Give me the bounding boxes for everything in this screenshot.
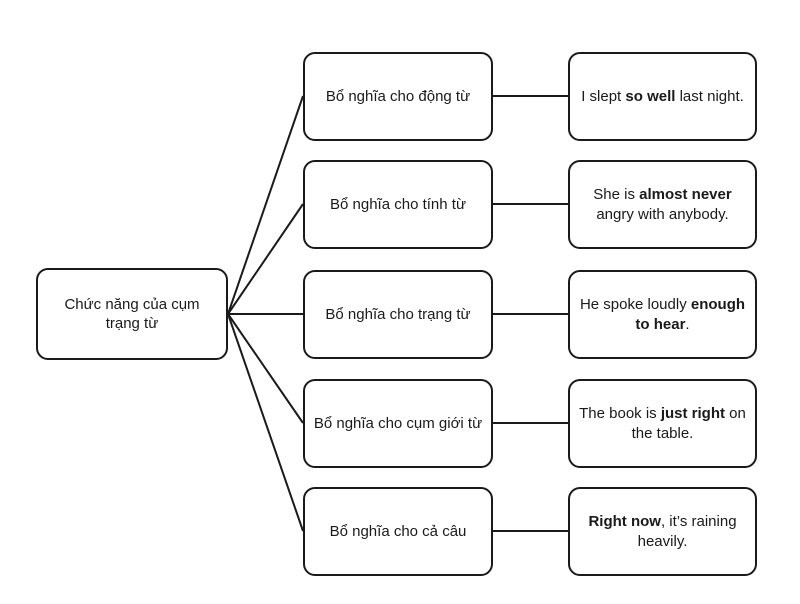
root-node: Chức năng của cụm trạng từ (36, 268, 228, 360)
function-node-label: Bổ nghĩa cho tính từ (330, 195, 466, 213)
example-node-adverb: He spoke loudly enough to hear. (568, 270, 757, 359)
function-node-adverb: Bổ nghĩa cho trạng từ (303, 270, 493, 359)
function-node-whole-sentence: Bổ nghĩa cho cả câu (303, 487, 493, 576)
connector-line (227, 313, 304, 424)
example-sentence: The book is just right on the table. (579, 405, 746, 442)
connector-line (227, 313, 304, 532)
function-node-label: Bổ nghĩa cho cả câu (329, 522, 467, 540)
example-node-whole-sentence: Right now, it’s raining heavily. (568, 487, 757, 576)
function-node-label: Bổ nghĩa cho cụm giới từ (313, 414, 483, 432)
example-sentence: I slept so well last night. (581, 87, 744, 105)
function-node-label: Bổ nghĩa cho trạng từ (325, 305, 471, 323)
example-sentence: He spoke loudly enough to hear. (579, 296, 746, 333)
function-node-label: Bổ nghĩa cho động từ (325, 87, 471, 105)
function-node-verb: Bổ nghĩa cho động từ (303, 52, 493, 141)
example-node-adjective: She is almost never angry with anybody. (568, 160, 757, 249)
example-node-prepositional-phrase: The book is just right on the table. (568, 379, 757, 468)
connector-line (227, 95, 304, 315)
connector-line (227, 203, 304, 315)
function-node-adjective: Bổ nghĩa cho tính từ (303, 160, 493, 249)
root-node-label: Chức năng của cụm trạng từ (64, 295, 200, 333)
example-sentence: She is almost never angry with anybody. (593, 186, 732, 223)
example-sentence: Right now, it’s raining heavily. (588, 513, 737, 550)
example-node-verb: I slept so well last night. (568, 52, 757, 141)
function-node-prepositional-phrase: Bổ nghĩa cho cụm giới từ (303, 379, 493, 468)
